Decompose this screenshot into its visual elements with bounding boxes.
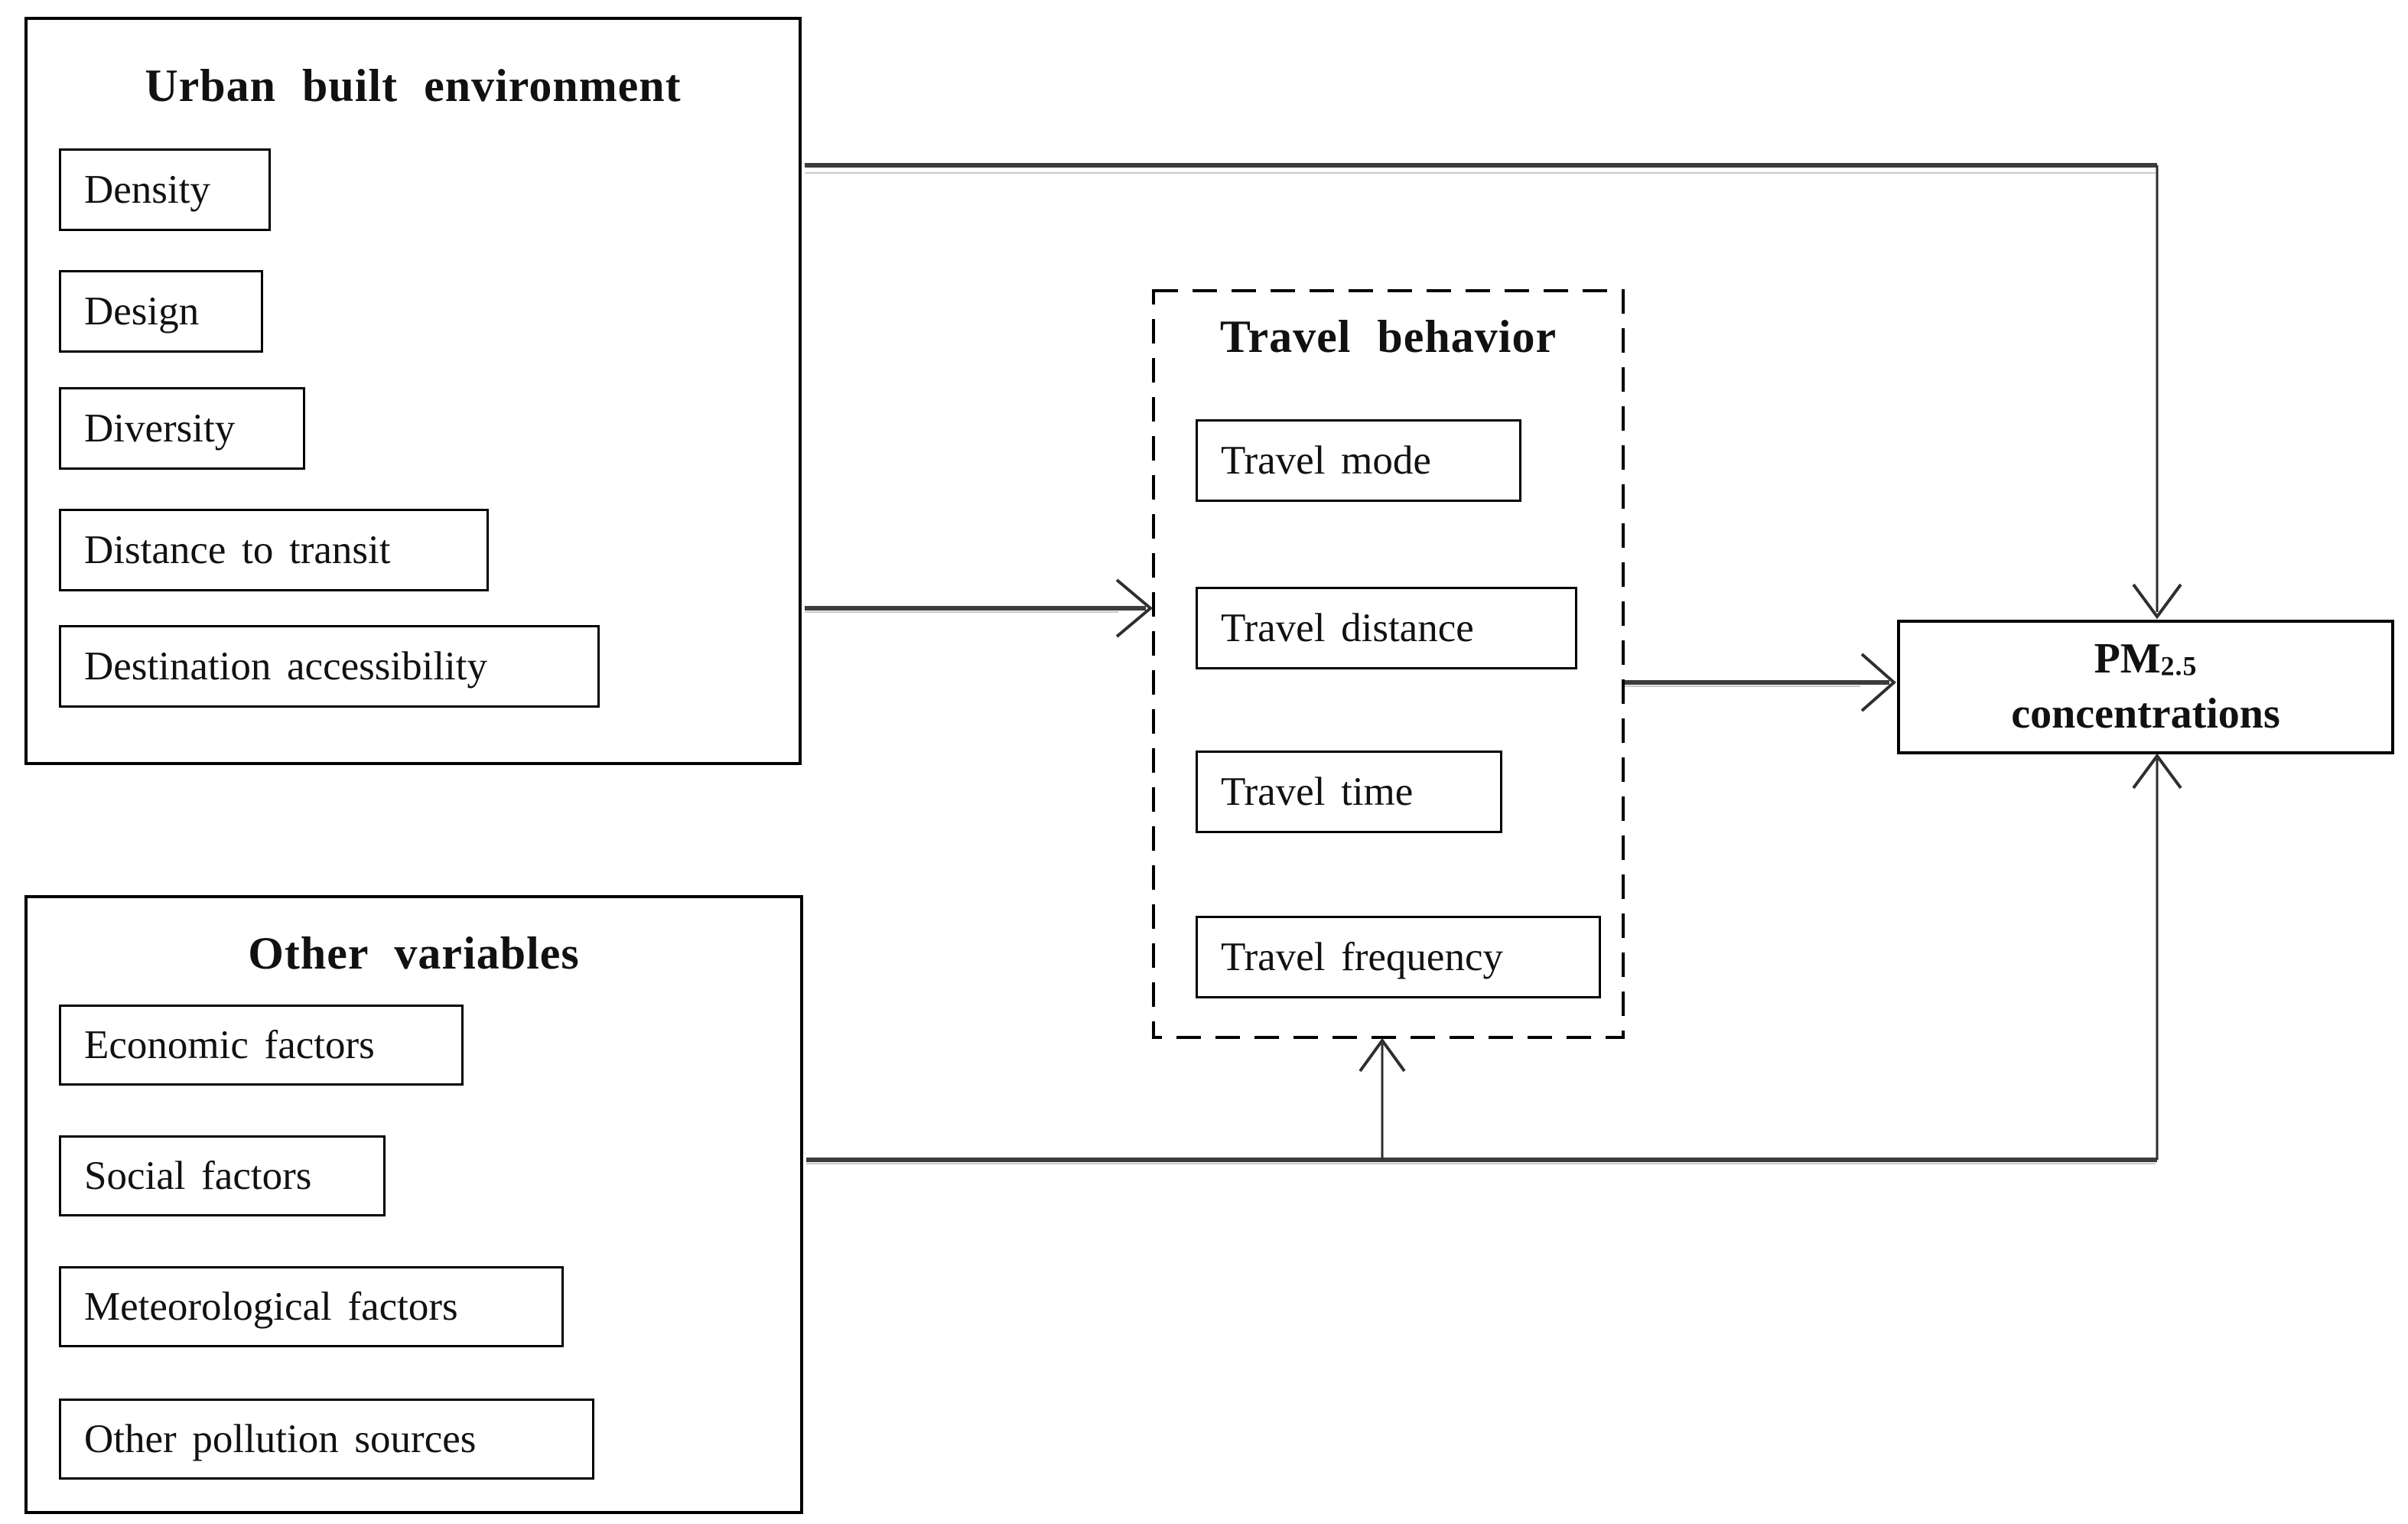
arrowhead-right-into-pm	[1860, 653, 1897, 712]
item-design: Design	[59, 270, 263, 353]
item-meteorological-factors: Meteorological factors	[59, 1266, 564, 1347]
urban-built-environment-title: Urban built environment	[145, 60, 682, 111]
pm25-main-text: PM	[2094, 635, 2161, 683]
travel-behavior-box: Travel behavior Travel mode Travel dista…	[1154, 291, 1623, 1037]
item-diversity: Diversity	[59, 387, 305, 470]
item-destination-accessibility: Destination accessibility	[59, 625, 600, 708]
pm25-line1: PM2.5	[2094, 632, 2198, 687]
item-travel-time: Travel time	[1196, 751, 1502, 833]
other-variables-box: Other variables Economic factors Social …	[24, 895, 803, 1514]
item-other-pollution-sources: Other pollution sources	[59, 1399, 594, 1480]
travel-behavior-title: Travel behavior	[1219, 311, 1557, 362]
pm25-subscript: 2.5	[2160, 650, 2198, 682]
item-travel-mode: Travel mode	[1196, 419, 1521, 502]
item-distance-to-transit: Distance to transit	[59, 509, 489, 591]
item-density: Density	[59, 148, 271, 231]
urban-built-environment-box: Urban built environment Density Design D…	[24, 17, 802, 765]
arrowhead-right-into-travel	[1115, 578, 1154, 638]
item-social-factors: Social factors	[59, 1135, 386, 1216]
arrowhead-down-into-pm-top	[2132, 583, 2182, 620]
item-travel-frequency: Travel frequency	[1196, 916, 1601, 998]
other-variables-title: Other variables	[248, 928, 580, 979]
item-travel-distance: Travel distance	[1196, 587, 1577, 669]
pm25-concentrations-box: PM2.5 concentrations	[1897, 620, 2394, 754]
arrowhead-up-into-pm-bottom	[2132, 753, 2182, 790]
arrowhead-up-into-travel-bottom	[1359, 1037, 1406, 1073]
item-economic-factors: Economic factors	[59, 1005, 464, 1086]
pm25-line2: concentrations	[2011, 690, 2280, 738]
